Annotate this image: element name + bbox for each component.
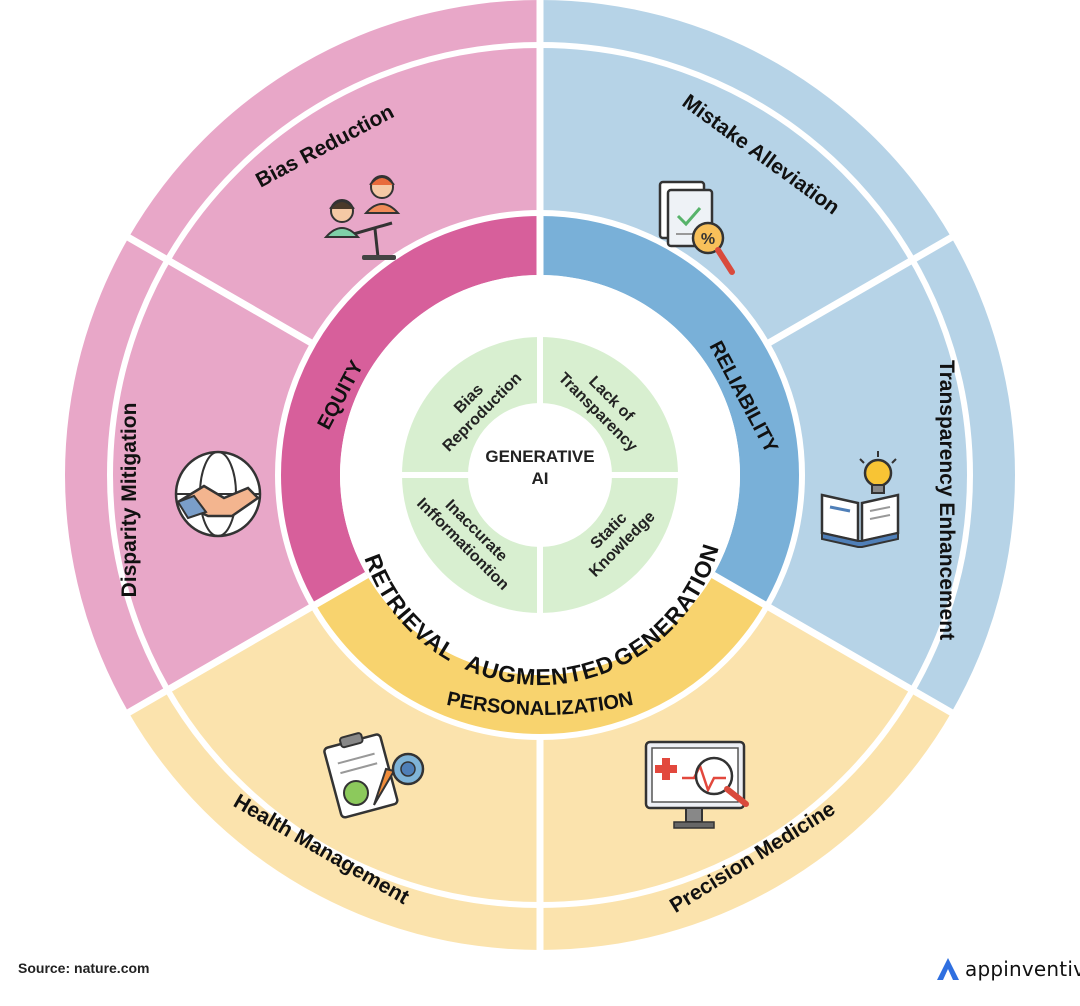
pillar-separator bbox=[711, 571, 769, 610]
outer-segment-precision-medicine bbox=[540, 606, 952, 950]
center-title-line1: GENERATIVE bbox=[485, 447, 594, 466]
brand-name: appinventiv bbox=[965, 957, 1080, 981]
outer-segment-bias-reduction bbox=[128, 0, 540, 344]
balance-scale-people-icon bbox=[323, 175, 401, 260]
outer-separator bbox=[126, 233, 315, 348]
handshake-globe-icon bbox=[174, 450, 262, 538]
brand-mark-icon bbox=[937, 958, 959, 980]
health-clipboard-icon bbox=[323, 732, 425, 819]
pillar-ring-divider bbox=[275, 210, 805, 740]
brand-logo: appinventiv bbox=[935, 956, 1080, 982]
pillar-segment-personalization bbox=[313, 575, 767, 737]
document-magnifier-icon: % bbox=[658, 180, 735, 275]
pillar-segment-equity bbox=[278, 213, 540, 606]
outer-separator bbox=[765, 233, 954, 348]
pillar-segment-reliability bbox=[540, 213, 802, 606]
outer-ring-divider bbox=[107, 42, 973, 908]
outer-segment-mistake-alleviation bbox=[540, 0, 952, 344]
outcome-disparity-mitigation: Disparity Mitigation bbox=[118, 403, 141, 598]
source-credit: Source: nature.com bbox=[18, 960, 150, 976]
pillar-separator bbox=[311, 571, 369, 610]
ring-separators bbox=[107, 0, 973, 951]
svg-text:%: % bbox=[701, 231, 715, 248]
medical-monitor-icon bbox=[644, 740, 749, 829]
outcome-transparency-enhancement: Transparency Enhancement bbox=[935, 360, 958, 640]
book-lightbulb-icon bbox=[820, 451, 900, 548]
challenge-ring-outline bbox=[398, 333, 682, 617]
center-title-line2: AI bbox=[532, 469, 549, 488]
outer-separator bbox=[126, 602, 315, 717]
outer-separator bbox=[765, 602, 954, 717]
